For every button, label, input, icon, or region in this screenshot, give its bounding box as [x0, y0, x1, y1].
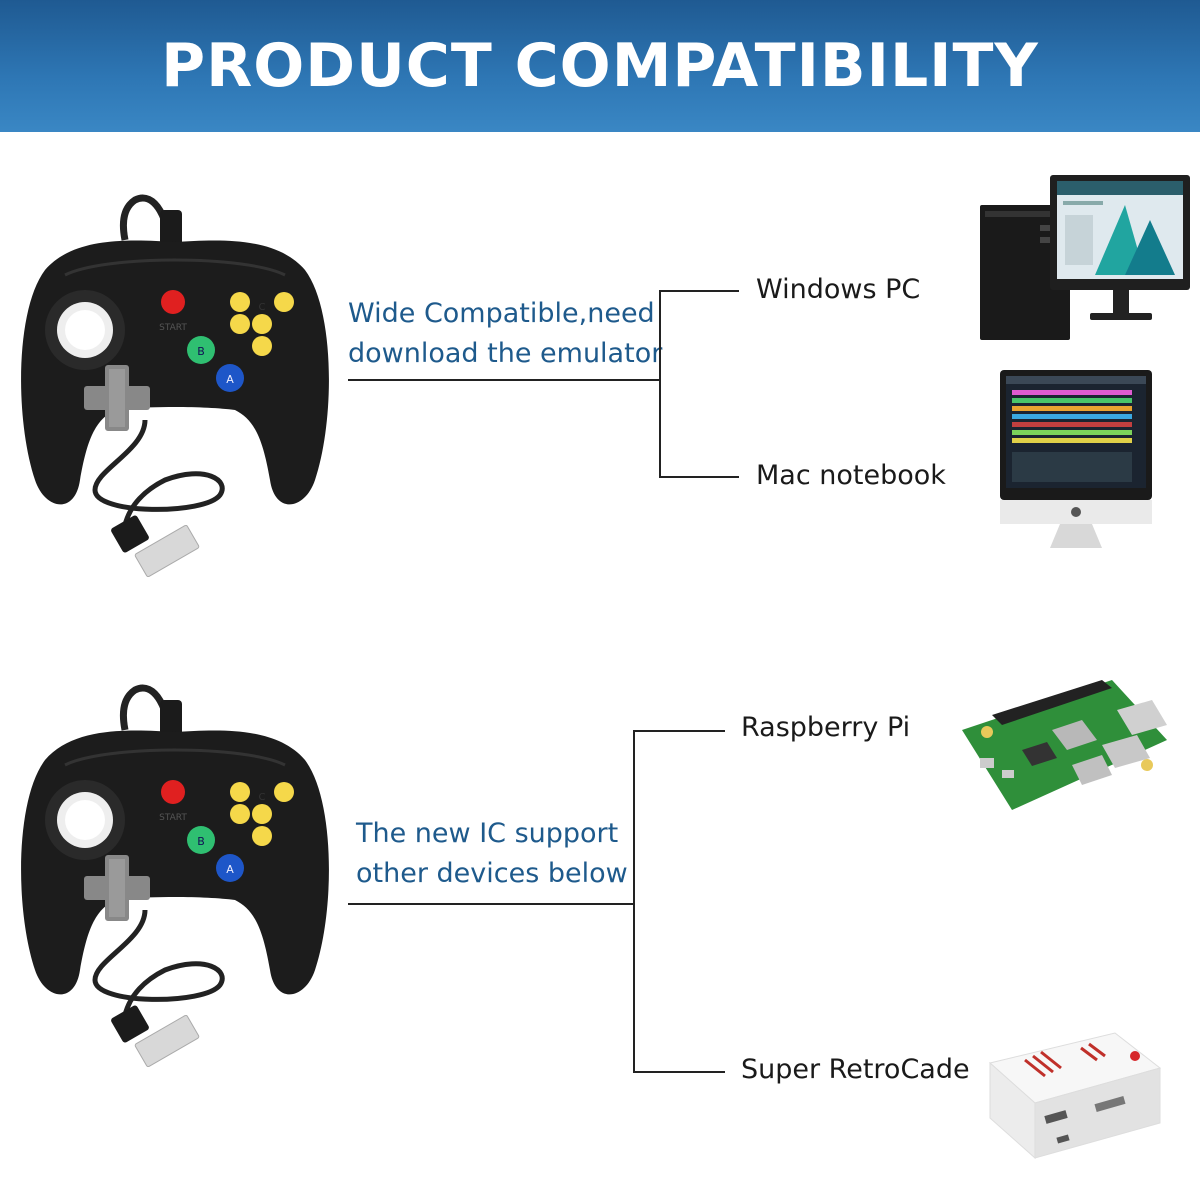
- page-title: PRODUCT COMPATIBILITY: [161, 31, 1039, 101]
- device-label-mac-notebook: Mac notebook: [756, 460, 946, 491]
- device-label-raspberry-pi: Raspberry Pi: [741, 712, 911, 743]
- a-label: A: [226, 863, 234, 876]
- header-banner: PRODUCT COMPATIBILITY: [0, 0, 1200, 132]
- section1-connector-vertical: [659, 290, 661, 478]
- section2-description-line1: The new IC support: [356, 818, 619, 849]
- start-label: START: [159, 323, 187, 333]
- section1-description-line1: Wide Compatible,need: [348, 298, 655, 329]
- desktop-pc-icon: [980, 175, 1190, 340]
- section2-connector-vertical: [633, 730, 635, 1073]
- start-label: START: [159, 813, 187, 823]
- section2-description-line2: other devices below: [356, 858, 628, 889]
- section2-connector-main: [348, 903, 634, 905]
- b-label: B: [197, 345, 205, 358]
- controller-image-top: START C B A: [21, 194, 329, 578]
- device-label-windows-pc: Windows PC: [756, 274, 921, 305]
- section1-description: Wide Compatible,need download the emulat…: [348, 294, 662, 374]
- imac-icon: [1000, 370, 1152, 548]
- c-label: C: [259, 302, 266, 313]
- section1-description-line2: download the emulator: [348, 338, 663, 369]
- section1-connector-branch-1: [659, 290, 739, 292]
- controller-image-bottom: START C B A: [21, 684, 329, 1068]
- section2-connector-branch-2: [633, 1071, 725, 1073]
- retrocade-console-icon: [988, 1032, 1162, 1160]
- section1-connector-branch-2: [659, 476, 739, 478]
- section1-connector-main: [348, 379, 660, 381]
- raspberry-pi-board-icon: [962, 680, 1167, 810]
- a-label: A: [226, 373, 234, 386]
- device-label-super-retrocade: Super RetroCade: [741, 1054, 970, 1085]
- section2-connector-branch-1: [633, 730, 725, 732]
- c-label: C: [259, 792, 266, 803]
- b-label: B: [197, 835, 205, 848]
- section2-description: The new IC support other devices below: [356, 814, 628, 894]
